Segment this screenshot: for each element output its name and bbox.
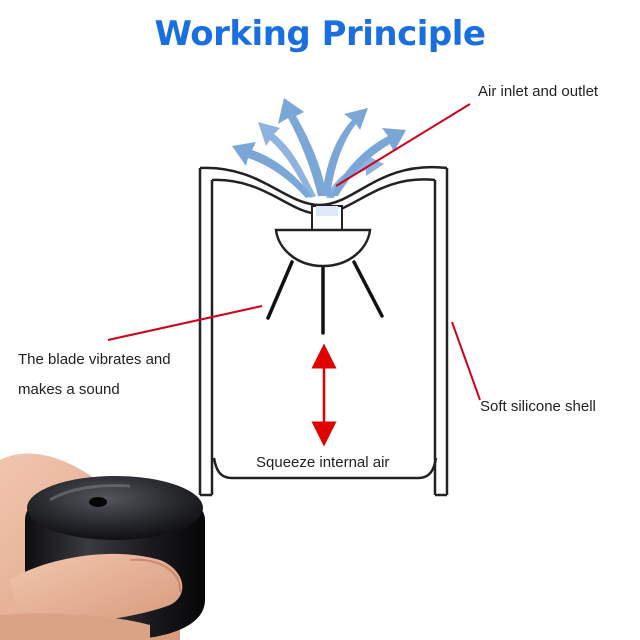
leader-shell [451,321,481,401]
air-inlet-nozzle [311,205,343,231]
label-silicone-shell: Soft silicone shell [480,398,596,415]
label-blade-line-2: makes a sound [18,381,120,398]
leader-air-inlet [335,103,471,187]
label-squeeze: Squeeze internal air [256,454,390,471]
silicone-shell [198,165,449,497]
air-flow-arrows-icon [232,98,406,198]
product-photo [0,453,205,640]
leader-lines [107,103,481,401]
label-blade: The blade vibrates and makes a sound [18,345,218,405]
vibrating-blade [274,228,372,268]
blade-legs [266,260,384,335]
leader-blade [107,305,263,341]
label-blade-line-1: The blade vibrates and [18,351,171,368]
page-title: Working Principle [154,14,486,54]
label-air-inlet: Air inlet and outlet [478,83,599,100]
thumb [10,553,183,625]
device-air-hole [89,497,107,507]
